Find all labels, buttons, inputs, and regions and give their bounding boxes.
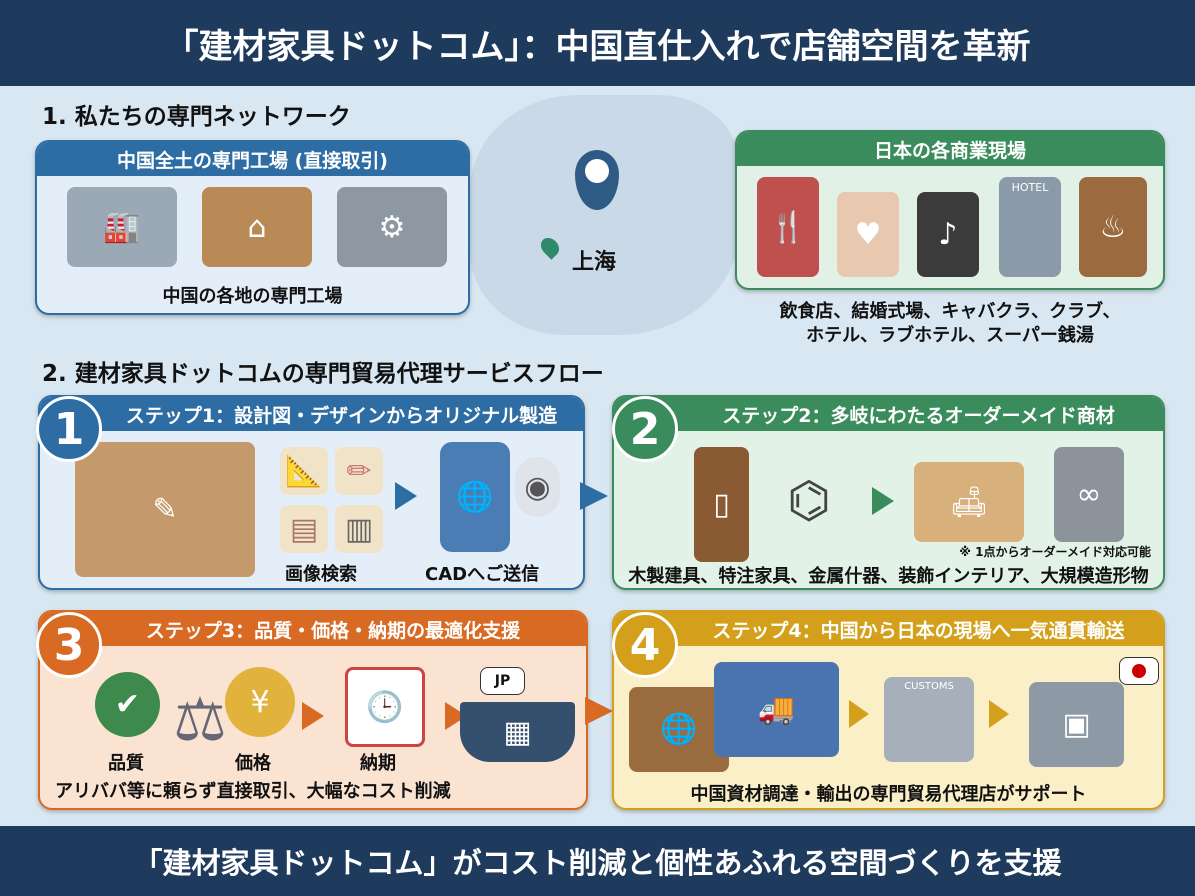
step1-label-cad: CADへご送信: [425, 564, 540, 585]
construction-site-icon: ▣: [1029, 682, 1124, 767]
sculpture-icon: ∞: [1054, 447, 1124, 542]
agent-desk-icon: 🌐: [629, 687, 729, 772]
arrow-icon: [989, 700, 1009, 728]
wood-icon: ▤: [280, 505, 328, 553]
step-arrow-icon: [585, 697, 613, 725]
step2-title: ステップ2：多岐にわたるオーダーメイド商材: [614, 397, 1163, 431]
step4-number: 4: [612, 612, 678, 678]
page-title: 「建材家具ドットコム」：中国直仕入れで店舗空間を革新: [0, 0, 1195, 86]
japan-sites-caption-2: ホテル、ラブホテル、スーパー銭湯: [806, 325, 1094, 346]
step1-number: 1: [36, 396, 102, 462]
sofa-icon: 🛋: [914, 462, 1024, 542]
step3-label-quality: 品質: [108, 753, 144, 774]
japan-flag-icon: [1119, 657, 1159, 685]
china-map: [470, 95, 740, 335]
step4-caption: 中国資材調達・輸出の専門貿易代理店がサポート: [690, 784, 1087, 805]
step4-box: ステップ4：中国から日本の現場へ一気通貫輸送 🌐 🚚 CUSTOMS ▣ 中国資…: [612, 610, 1165, 810]
restaurant-icon: 🍴: [757, 177, 819, 277]
yen-money-icon: ¥: [225, 667, 295, 737]
step2-box: ステップ2：多岐にわたるオーダーメイド商材 ▯ ⌬ 🛋 ∞ ※ 1点からオーダー…: [612, 395, 1165, 590]
truck-icon: 🚚: [714, 662, 839, 757]
step3-label-price: 価格: [235, 753, 271, 774]
mouse-icon: ◉: [515, 457, 560, 517]
step-arrow-icon: [580, 482, 608, 510]
japan-sites-box: 日本の各商業現場 🍴 ♥ ♪ HOTEL ♨: [735, 130, 1165, 290]
japan-sites-caption-1: 飲食店、結婚式場、キャバクラ、クラブ、: [779, 301, 1121, 322]
step2-number: 2: [612, 396, 678, 462]
customs-gate-icon: CUSTOMS: [884, 677, 974, 762]
city-label: 上海: [572, 250, 617, 275]
step2-note: ※ 1点からオーダーメイド対応可能: [959, 545, 1151, 559]
wedding-hall-icon: ♥: [837, 192, 899, 277]
jp-flag: JP: [480, 667, 525, 695]
calendar-clock-icon: 🕒: [345, 667, 425, 747]
step4-title: ステップ4：中国から日本の現場へ一気通貫輸送: [614, 612, 1163, 646]
steel-icon: ▥: [335, 505, 383, 553]
china-factories-box: 中国全土の専門工場 (直接取引) 🏭 ⌂ ⚙ 中国の各地の専門工場: [35, 140, 470, 315]
ruler-icon: 📐: [280, 447, 328, 495]
location-pin-icon: [575, 150, 619, 210]
quality-check-icon: ✔: [95, 672, 160, 737]
cargo-ship-icon: ▦: [460, 702, 575, 762]
hotel-icon: HOTEL: [999, 177, 1061, 277]
section1-title: 1. 私たちの専門ネットワーク: [42, 104, 351, 130]
step1-title: ステップ1：設計図・デザインからオリジナル製造: [40, 397, 583, 431]
step1-label-image-search: 画像検索: [285, 564, 357, 585]
china-box-caption: 中国の各地の専門工場: [162, 286, 343, 307]
step3-caption: アリババ等に頼らず直接取引、大幅なコスト削減: [55, 781, 451, 802]
arrow-icon: [395, 482, 417, 510]
club-icon: ♪: [917, 192, 979, 277]
designer-desk-icon: ✎: [75, 442, 255, 577]
step3-label-delivery: 納期: [360, 753, 396, 774]
section2-title: 2. 建材家具ドットコムの専門貿易代理サービスフロー: [42, 361, 604, 387]
bathhouse-icon: ♨: [1079, 177, 1147, 277]
step2-caption: 木製建具、特注家具、金属什器、装飾インテリア、大規模造形物: [628, 566, 1149, 587]
step3-title: ステップ3：品質・価格・納期の最適化支援: [40, 612, 586, 646]
pencil-icon: ✏: [335, 447, 383, 495]
door-icon: ▯: [694, 447, 749, 562]
workshop-icon: ⌂: [202, 187, 312, 267]
china-box-title: 中国全土の専門工場 (直接取引): [37, 142, 468, 176]
factory-icon: 🏭: [67, 187, 177, 267]
step3-number: 3: [36, 612, 102, 678]
step1-box: ステップ1：設計図・デザインからオリジナル製造 ✎ 📐 ✏ ▤ ▥ 🌐 ◉ 画像…: [38, 395, 585, 590]
arrow-icon: [849, 700, 869, 728]
arrow-icon: [872, 487, 894, 515]
step3-box: ステップ3：品質・価格・納期の最適化支援 ✔ ⚖ ¥ 品質 価格 🕒 納期 JP…: [38, 610, 588, 810]
arrow-icon: [302, 702, 324, 730]
japan-box-title: 日本の各商業現場: [737, 132, 1163, 166]
footer-tagline: 「建材家具ドットコム」がコスト削減と個性あふれる空間づくりを支援: [0, 826, 1195, 896]
chandelier-icon: ⌬: [787, 470, 831, 529]
balance-scale-icon: ⚖: [173, 684, 227, 755]
plant-icon: ⚙: [337, 187, 447, 267]
tablet-icon: 🌐: [440, 442, 510, 552]
